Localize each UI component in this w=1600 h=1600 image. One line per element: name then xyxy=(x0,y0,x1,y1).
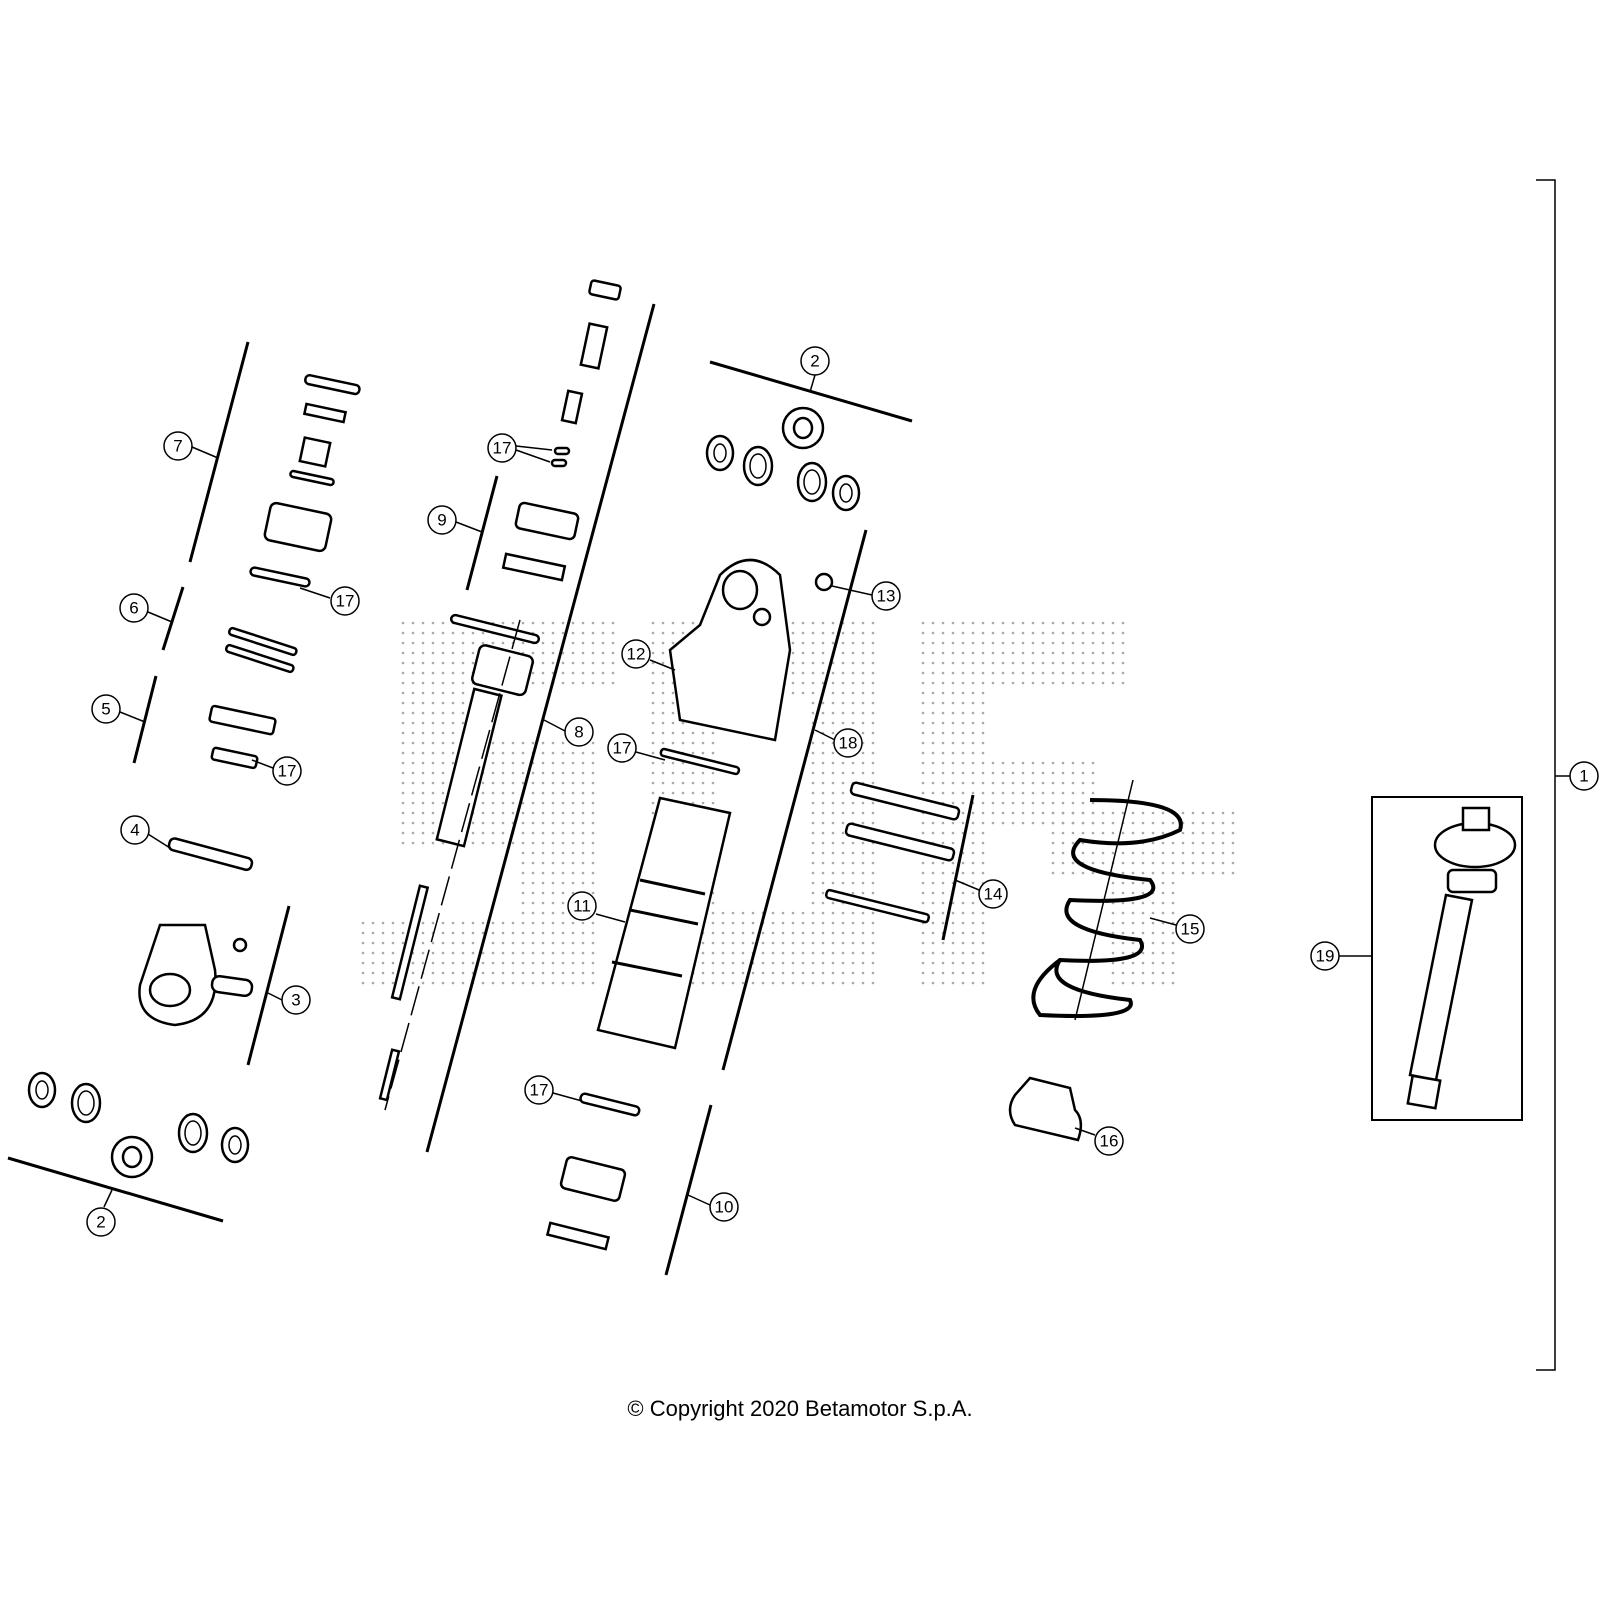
callout-6[interactable]: 6 xyxy=(119,593,173,623)
callout-13[interactable]: 13 xyxy=(831,581,901,611)
callout-label: 17 xyxy=(613,739,632,758)
callout-label: 17 xyxy=(278,762,297,781)
callout-label: 12 xyxy=(627,645,646,664)
parts xyxy=(27,279,1523,1251)
group-lines xyxy=(7,179,1556,1371)
callout-16[interactable]: 16 xyxy=(1074,1126,1124,1156)
callout-label: 4 xyxy=(130,821,139,840)
callout-18[interactable]: 18 xyxy=(814,728,863,758)
callout-17-e[interactable]: 17 xyxy=(524,1075,583,1105)
callout-17-c[interactable]: 17 xyxy=(487,433,553,463)
callout-17-b[interactable]: 17 xyxy=(251,756,302,786)
callout-label: 9 xyxy=(437,511,446,530)
callout-12[interactable]: 12 xyxy=(621,639,676,671)
callout-1[interactable]: 1 xyxy=(1555,761,1599,791)
callout-3[interactable]: 3 xyxy=(267,985,311,1015)
callout-label: 18 xyxy=(839,734,858,753)
callout-label: 1 xyxy=(1579,767,1588,786)
callout-label: 7 xyxy=(173,437,182,456)
callout-label: 17 xyxy=(493,439,512,458)
callout-2-top[interactable]: 2 xyxy=(800,346,830,393)
callout-label: 3 xyxy=(291,991,300,1010)
copyright-text: © Copyright 2020 Betamotor S.p.A. xyxy=(627,1396,973,1421)
callout-label: 14 xyxy=(984,885,1003,904)
callout-7[interactable]: 7 xyxy=(163,431,219,461)
callout-label: 6 xyxy=(129,599,138,618)
callout-5[interactable]: 5 xyxy=(91,694,146,724)
callout-17-a[interactable]: 17 xyxy=(299,586,360,616)
callout-label: 16 xyxy=(1100,1132,1119,1151)
callout-label: 11 xyxy=(573,897,591,916)
callout-2-bottom[interactable]: 2 xyxy=(86,1189,116,1237)
callout-label: 15 xyxy=(1181,920,1200,939)
callout-11[interactable]: 11 xyxy=(567,891,626,923)
callout-label: 5 xyxy=(101,700,110,719)
callout-label: 10 xyxy=(715,1198,734,1217)
callout-label: 17 xyxy=(530,1081,549,1100)
callout-label: 19 xyxy=(1316,947,1335,966)
callout-label: 13 xyxy=(877,587,896,606)
callout-10[interactable]: 10 xyxy=(687,1192,739,1222)
callout-19[interactable]: 19 xyxy=(1310,941,1372,971)
callout-15[interactable]: 15 xyxy=(1149,914,1205,944)
callout-label: 2 xyxy=(96,1213,105,1232)
callout-17-d[interactable]: 17 xyxy=(607,733,666,763)
callout-label: 2 xyxy=(810,352,819,371)
callout-4[interactable]: 4 xyxy=(120,815,171,849)
callout-8[interactable]: 8 xyxy=(543,717,594,747)
callout-label: 17 xyxy=(336,592,355,611)
callout-label: 8 xyxy=(574,723,583,742)
callout-14[interactable]: 14 xyxy=(954,879,1008,909)
callout-9[interactable]: 9 xyxy=(427,505,483,535)
